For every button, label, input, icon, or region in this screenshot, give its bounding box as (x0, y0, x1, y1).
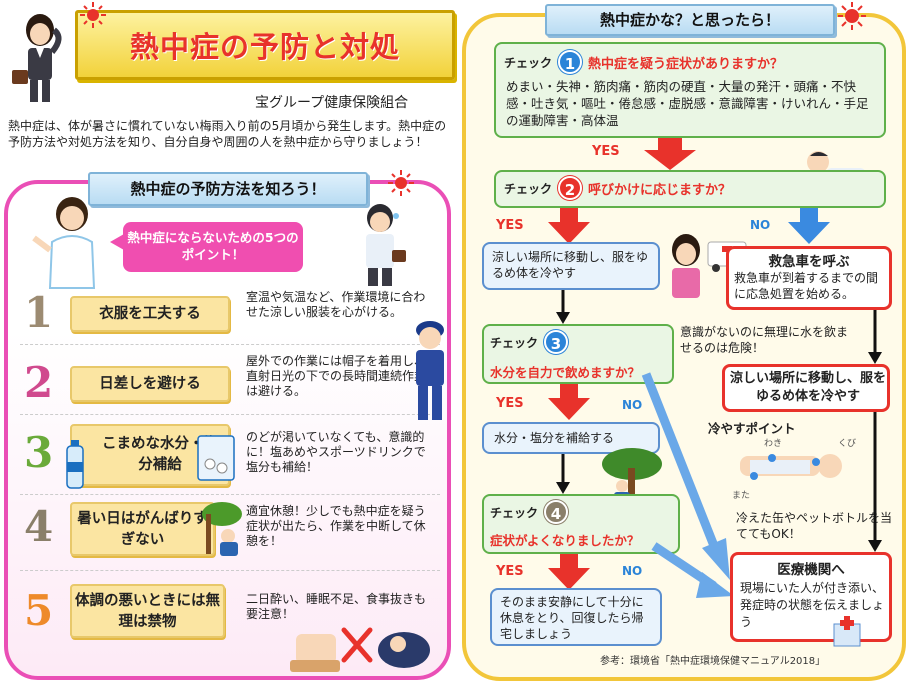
arrow-down-icon (788, 208, 830, 244)
intro-text: 熱中症は、体が暑さに慣れていない梅雨入り前の5月頃から発生します。熱中症の予防方… (8, 119, 447, 149)
check-4-question: 症状がよくなりましたか？ (490, 533, 640, 548)
check-label: チェック (504, 181, 553, 196)
water-bottle-icon (66, 440, 84, 489)
yes-label: YES (496, 564, 524, 579)
tip-number-3: 3 (24, 428, 54, 477)
yes-label: YES (592, 144, 620, 159)
tip-3-desc: のどが渇いていなくても、意識的に！塩あめやスポーツドリンクで塩分も補給！ (246, 430, 426, 474)
ambulance-text: 救急車が到着するまでの間に応急処置を始める。 (734, 271, 879, 301)
arrow-down-icon (556, 290, 570, 324)
arrow-down-icon (868, 310, 882, 364)
hospital-icon (833, 616, 861, 647)
check-2-box (494, 170, 886, 208)
sun-icon (388, 170, 414, 196)
cool-points-note: 冷えた缶やペットボトルを当ててもOK！ (736, 511, 893, 541)
rest-step: そのまま安静にして十分に休息をとり、回復したら帰宅しましょう (490, 588, 662, 646)
arrow-down-icon (868, 412, 882, 552)
arrow-diagonal-icon (651, 542, 734, 598)
arrow-down-icon (644, 138, 696, 170)
hospital-box (730, 552, 892, 642)
arrow-diagonal-icon (641, 372, 730, 580)
arrow-down-icon (556, 454, 570, 494)
ambulance-box (726, 246, 892, 310)
check-1-question: 熱中症を疑う症状がありますか？ (588, 56, 784, 72)
arrow-down-icon (548, 384, 590, 420)
worker-with-cap-illustration (416, 321, 444, 420)
sun-icon (80, 2, 106, 28)
tip-2-desc: 屋外での作業には帽子を着用し、直射日光の下での長時間連続作業は避ける。 (246, 354, 427, 398)
check-1-number: 1 (558, 50, 583, 74)
check-3-box (482, 324, 674, 384)
resting-under-tree-illustration (202, 502, 242, 556)
yes-label: YES (496, 218, 524, 233)
nurse-illustration (32, 197, 96, 289)
prevention-heading: 熱中症の予防方法を知ろう！ (88, 172, 368, 206)
five-points-bubble: 熱中症にならないための5つのポイント！ (123, 222, 303, 272)
organization-name: 宝グループ健康保険組合 (255, 95, 409, 111)
speech-bubble-tail (110, 234, 124, 250)
cool-points-title: 冷やすポイント (708, 421, 796, 436)
check-label: チェック (490, 505, 539, 520)
tip-4-label: 暑い日はがんばりすぎない (70, 502, 215, 556)
check-label: チェック (504, 55, 553, 70)
arrow-down-icon (548, 208, 590, 244)
check-4-header: チェック 4 (490, 500, 569, 524)
sweating-man-illustration (366, 204, 406, 286)
sweating-woman-illustration (12, 14, 62, 102)
arrow-down-icon (548, 554, 590, 590)
tip-number-4: 4 (24, 502, 54, 551)
check-4-box (482, 494, 680, 554)
tip-number-1: 1 (24, 288, 54, 337)
cooling-points-diagram (740, 454, 842, 480)
cool-down-step-2-text: 涼しい場所に移動し、服をゆるめ体を冷やす (730, 371, 887, 404)
point-groin: また (732, 491, 751, 501)
symptom-list: めまい・失神・筋肉痛・筋肉の硬直・大量の発汗・頭痛・不快感・吐き気・嘔吐・倦怠感… (506, 79, 869, 128)
check-1-header: チェック 1 熱中症を疑う症状がありますか？ (504, 50, 783, 74)
tip-5-label: 体調の悪いときには無理は禁物 (70, 584, 225, 638)
divider (20, 414, 440, 415)
cool-down-step: 涼しい場所に移動し、服をゆるめ体を冷やす (482, 242, 660, 290)
title-banner (75, 10, 455, 80)
divider (20, 494, 440, 495)
tip-2-label: 日差しを避ける (70, 366, 230, 402)
hospital-text: 現場にいた人が付き添い、発症時の状態を伝えましょう (740, 581, 885, 629)
check-3-number: 3 (544, 330, 569, 354)
sick-people-illustration (290, 627, 430, 672)
tip-5-desc: 二日酔い、睡眠不足、食事抜きも要注意！ (246, 592, 427, 621)
divider (20, 344, 440, 345)
check-3-header: チェック 3 (490, 330, 569, 354)
check-2-header: チェック 2 呼びかけに応じますか？ (504, 176, 731, 200)
ambulance-title: 救急車を呼ぶ (768, 254, 850, 270)
yes-label: YES (496, 396, 524, 411)
check-2-number: 2 (558, 176, 583, 200)
point-neck: くび (838, 439, 857, 449)
tip-number-2: 2 (24, 358, 54, 407)
divider (20, 570, 440, 571)
tip-4-desc: 適宜休憩！少しでも熱中症を疑う症状が出たら、作業を中断して休憩を！ (246, 504, 426, 548)
check-4-number: 4 (544, 500, 569, 524)
sun-icon (838, 2, 866, 30)
response-heading: 熱中症かな？と思ったら！ (545, 4, 835, 36)
cool-down-step-2 (722, 364, 890, 412)
page-title: 熱中症の予防と対処 (129, 30, 400, 64)
no-label: NO (622, 564, 643, 578)
point-armpit: わき (764, 439, 783, 449)
warning-text: 意識がないのに無理に水を飲ませるのは危険！ (680, 325, 849, 355)
salt-tablet-icon (197, 435, 235, 481)
hospital-title: 医療機関へ (777, 562, 845, 578)
no-label: NO (750, 218, 771, 232)
check-label: チェック (490, 335, 539, 350)
check-3-question: 水分を自力で飲めますか？ (490, 365, 641, 380)
check-2-question: 呼びかけに応じますか？ (588, 182, 732, 198)
tip-1-label: 衣服を工夫する (70, 296, 230, 332)
tip-1-desc: 室温や気温など、作業環境に合わせた涼しい服装を心がける。 (246, 290, 426, 319)
no-label: NO (622, 398, 643, 412)
source-citation: 参考：環境省「熱中症環境保健マニュアル2018」 (600, 656, 826, 667)
tip-number-5: 5 (24, 586, 54, 635)
